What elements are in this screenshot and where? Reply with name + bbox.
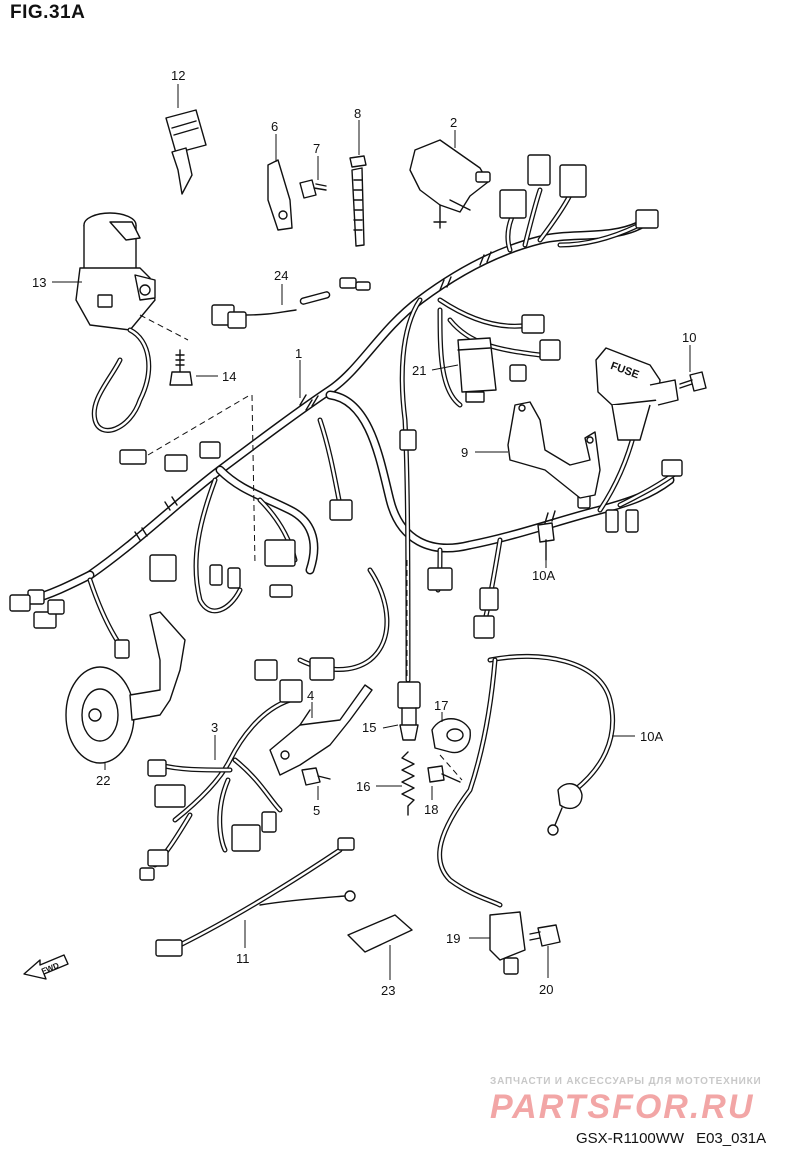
sub-harness-part-3 xyxy=(139,679,303,881)
cable-tie-part-8 xyxy=(349,155,367,247)
part-label-14: 13 xyxy=(32,275,46,290)
part-label-1: 1 xyxy=(295,346,302,361)
main-wiring-harness xyxy=(25,187,683,683)
cable-part-11 xyxy=(487,653,616,836)
bolt-part-15 xyxy=(169,349,193,386)
screw-part-19 xyxy=(427,765,461,783)
part-label-4: 4 xyxy=(307,688,314,703)
part-label-22: 21 xyxy=(412,363,426,378)
part-label-7: 7 xyxy=(313,141,320,156)
part-label-25: 24 xyxy=(274,268,288,283)
part-label-23: 22 xyxy=(96,773,110,788)
switch-part-4 xyxy=(269,684,373,776)
part-label-11: 10A xyxy=(640,729,663,744)
part-label-13: 12 xyxy=(171,68,185,83)
bolt-part-21 xyxy=(529,924,561,947)
fuse-box-part-10: FUSE xyxy=(595,347,679,441)
diagram-code: E03_031A xyxy=(696,1130,767,1147)
ignition-key-part xyxy=(165,109,207,195)
dashed-guides xyxy=(139,314,463,781)
label-sheet-part-24 xyxy=(347,914,413,953)
cover-part-18 xyxy=(431,718,471,754)
model-code: GSX-R1100WW E03_031A xyxy=(576,1130,778,1147)
watermark-subtitle: ЗАПЧАСТИ И АКСЕССУАРЫ ДЛЯ МОТОТЕХНИКИ xyxy=(490,1076,762,1087)
horn-part-23 xyxy=(65,611,186,764)
bolt-part-10 xyxy=(679,371,707,392)
screw-part-5 xyxy=(301,767,331,786)
part-label-17: 16 xyxy=(356,779,370,794)
part-label-3: 3 xyxy=(211,720,218,735)
model-name: GSX-R1100WW xyxy=(576,1130,685,1147)
relay-bracket-part xyxy=(409,139,491,229)
part-label-12: 11 xyxy=(236,951,250,966)
stop-switch-part-16 xyxy=(397,681,421,741)
forward-direction-arrow: FWD xyxy=(23,954,69,980)
harness-connectors xyxy=(9,154,683,681)
bolt-part-10a xyxy=(537,522,555,561)
part-label-8: 8 xyxy=(354,106,361,121)
part-label-18: 17 xyxy=(434,698,448,713)
part-label-6: 6 xyxy=(271,119,278,134)
spring-part-17 xyxy=(401,751,415,816)
part-label-2: 2 xyxy=(450,115,457,130)
leader-lines xyxy=(52,84,691,980)
part-label-19: 18 xyxy=(424,802,438,817)
part-label-10a: 10A xyxy=(532,568,555,583)
relay-part-22 xyxy=(457,337,497,403)
part-label-10: 10 xyxy=(682,330,696,345)
watermark-logo: PARTSFOR.RU xyxy=(490,1088,755,1126)
sensor-part-20 xyxy=(437,657,526,975)
part-label-9: 9 xyxy=(461,445,468,460)
part-number-labels: 12 6 7 8 2 24 1 13 14 21 10 9 10A 3 4 5 … xyxy=(32,68,696,998)
sub-harness-part-25 xyxy=(211,277,371,329)
part-label-16: 15 xyxy=(362,720,376,735)
bracket-part-9 xyxy=(507,401,601,499)
ignition-switch-part xyxy=(75,212,156,465)
figure-title: FIG.31A xyxy=(10,2,86,23)
part-label-20: 19 xyxy=(446,931,460,946)
part-label-15: 14 xyxy=(222,369,236,384)
screw-part-7 xyxy=(299,179,327,199)
part-label-24: 23 xyxy=(381,983,395,998)
part-label-21: 20 xyxy=(539,982,553,997)
part-label-5: 5 xyxy=(313,803,320,818)
clamp-part-6 xyxy=(267,159,293,231)
lead-part-12 xyxy=(155,837,356,957)
